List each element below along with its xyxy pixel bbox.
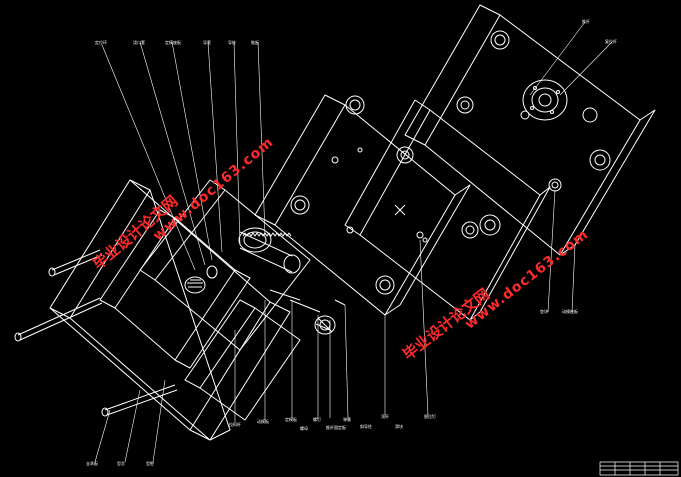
callout-label: 定模板 xyxy=(285,417,297,422)
callout-label: 顶杆 xyxy=(381,414,389,419)
callout-label: 螺钉 xyxy=(313,417,321,422)
return-pins xyxy=(14,249,178,417)
callout-label: 型腔 xyxy=(146,461,154,466)
callout-label: 螺母 xyxy=(300,426,308,431)
callout-label: 拉料杆 xyxy=(229,422,241,427)
callout-label: 复位杆 xyxy=(605,39,617,44)
callout-label: 推杆 xyxy=(582,19,590,24)
callout-label: 定模座板 xyxy=(165,40,181,45)
callout-label: 限位钉 xyxy=(424,414,436,419)
callout-label: 支承板 xyxy=(86,461,98,466)
callout-label: 斜导柱 xyxy=(360,424,372,429)
callout-label: 导柱 xyxy=(228,40,236,45)
callout-label: 推板 xyxy=(251,40,259,45)
callout-leaders xyxy=(94,21,613,463)
title-block xyxy=(599,461,679,476)
callout-label: 浇口套 xyxy=(133,40,145,45)
callout-label: 型芯 xyxy=(117,461,125,466)
fixed-plate xyxy=(344,99,551,321)
support-block-left xyxy=(99,209,251,369)
callout-label: 推杆固定板 xyxy=(326,425,346,430)
callout-label: 弹簧 xyxy=(343,417,351,422)
callout-label: 定位环 xyxy=(95,40,107,45)
ejector-plate xyxy=(139,179,311,351)
callout-label: 滑块 xyxy=(395,424,403,429)
callout-label: 动模座板 xyxy=(562,309,578,314)
callout-label: 动模板 xyxy=(257,419,269,424)
spring-gear-core xyxy=(184,227,346,335)
locating-ring xyxy=(520,79,568,121)
support-block-right xyxy=(184,299,301,421)
callout-label: 垫块 xyxy=(540,309,548,314)
callout-label: 导套 xyxy=(203,40,211,45)
top-clamp-plate xyxy=(404,4,656,256)
moving-plate xyxy=(254,94,471,316)
